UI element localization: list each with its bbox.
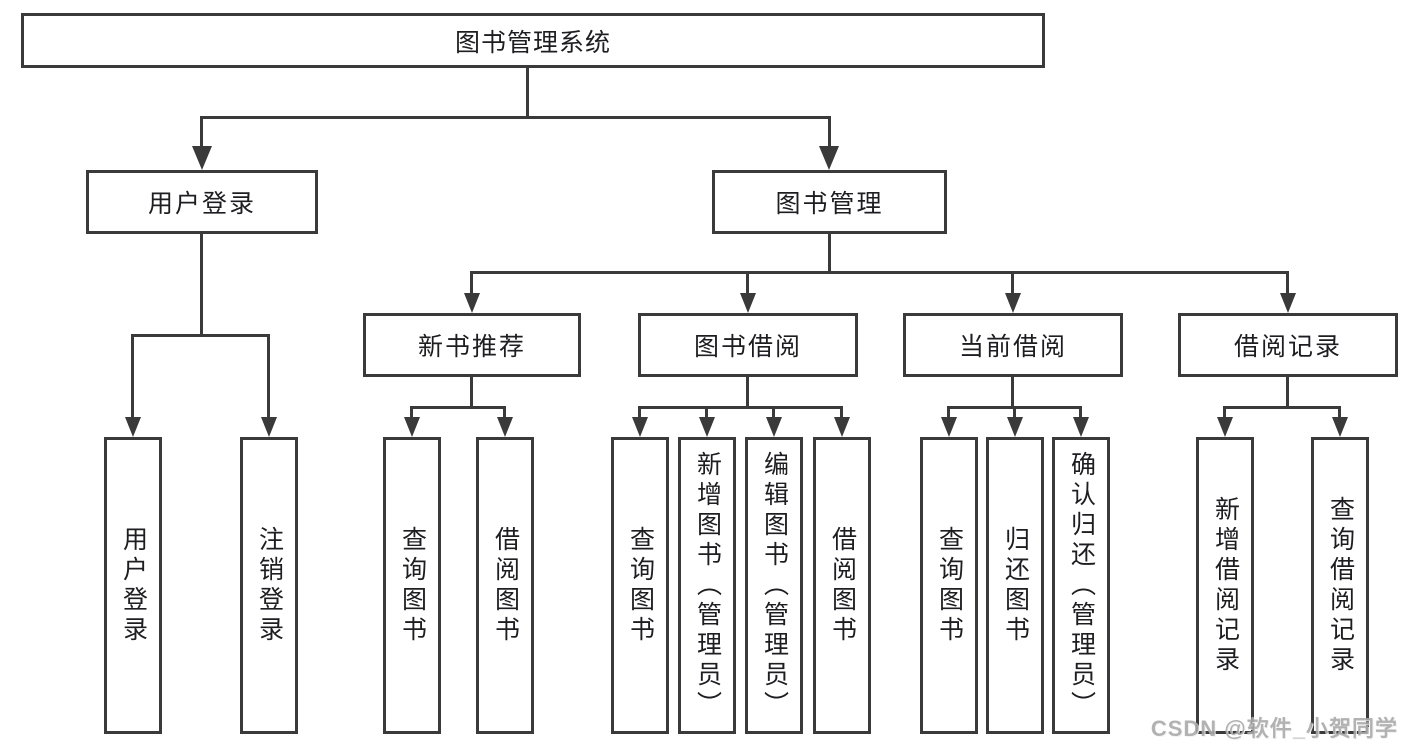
connector-line: [1286, 271, 1289, 295]
leaf-return-book: 归还图书: [986, 437, 1044, 734]
connector-line: [638, 406, 641, 419]
leaf-logout: 注销登录: [240, 437, 298, 734]
connector-line: [772, 406, 775, 419]
connector-line: [1013, 406, 1016, 419]
leaf-query-books: 查询图书: [611, 437, 669, 734]
connector-line: [1079, 406, 1082, 419]
leaf-add-book-admin: 新增图书（管理员）: [678, 437, 736, 734]
connector-line: [526, 68, 529, 119]
connector-line: [1223, 406, 1226, 419]
csdn-watermark: CSDN @软件_小贺同学: [1150, 716, 1398, 741]
connector-line: [639, 406, 843, 409]
connector-line: [131, 334, 134, 419]
node-new-book-recommend: 新书推荐: [363, 313, 581, 377]
leaf-query-books: 查询图书: [920, 437, 978, 734]
connector-line: [410, 406, 506, 409]
arrow-down-icon: [1280, 293, 1296, 313]
arrow-down-icon: [1073, 417, 1089, 437]
connector-line: [201, 116, 831, 119]
connector-line: [1286, 377, 1289, 409]
arrow-down-icon: [192, 146, 212, 170]
arrow-down-icon: [941, 417, 957, 437]
arrow-down-icon: [1217, 417, 1233, 437]
arrow-down-icon: [1005, 293, 1021, 313]
arrow-down-icon: [1007, 417, 1023, 437]
arrow-down-icon: [740, 293, 756, 313]
arrow-down-icon: [819, 146, 839, 170]
connector-line: [828, 234, 831, 274]
leaf-borrow-books: 借阅图书: [813, 437, 871, 734]
leaf-query-books: 查询图书: [383, 437, 441, 734]
leaf-edit-book-admin: 编辑图书（管理员）: [745, 437, 803, 734]
node-user-login: 用户登录: [86, 170, 318, 234]
arrow-down-icon: [834, 417, 850, 437]
connector-line: [840, 406, 843, 419]
connector-line: [503, 406, 506, 419]
node-borrow-records: 借阅记录: [1178, 313, 1398, 377]
arrow-down-icon: [632, 417, 648, 437]
connector-line: [1338, 406, 1341, 419]
connector-line: [1011, 377, 1014, 409]
leaf-borrow-books: 借阅图书: [476, 437, 534, 734]
connector-line: [267, 334, 270, 419]
connector-line: [131, 334, 270, 337]
leaf-user-login: 用户登录: [104, 437, 162, 734]
connector-line: [746, 377, 749, 409]
connector-line: [746, 271, 749, 295]
connector-line: [947, 406, 950, 419]
arrow-down-icon: [1332, 417, 1348, 437]
node-book-management: 图书管理: [712, 170, 947, 234]
leaf-add-borrow-record: 新增借阅记录: [1196, 437, 1254, 734]
leaf-confirm-return-admin: 确认归还（管理员）: [1052, 437, 1110, 734]
node-current-borrow: 当前借阅: [903, 313, 1123, 377]
arrow-down-icon: [699, 417, 715, 437]
connector-line: [470, 377, 473, 409]
connector-line: [1011, 271, 1014, 295]
connector-line: [410, 406, 413, 419]
leaf-query-borrow-record: 查询借阅记录: [1311, 437, 1369, 734]
arrow-down-icon: [497, 417, 513, 437]
arrow-down-icon: [404, 417, 420, 437]
node-library-management-system: 图书管理系统: [21, 13, 1045, 68]
connector-line: [200, 234, 203, 337]
connector-line: [1224, 406, 1341, 409]
arrow-down-icon: [766, 417, 782, 437]
connector-line: [470, 271, 473, 295]
connector-line: [200, 116, 203, 148]
arrow-down-icon: [261, 417, 277, 437]
connector-line: [470, 271, 1289, 274]
arrow-down-icon: [125, 417, 141, 437]
connector-line: [828, 116, 831, 148]
connector-line: [705, 406, 708, 419]
node-book-borrow: 图书借阅: [638, 313, 858, 377]
arrow-down-icon: [464, 293, 480, 313]
